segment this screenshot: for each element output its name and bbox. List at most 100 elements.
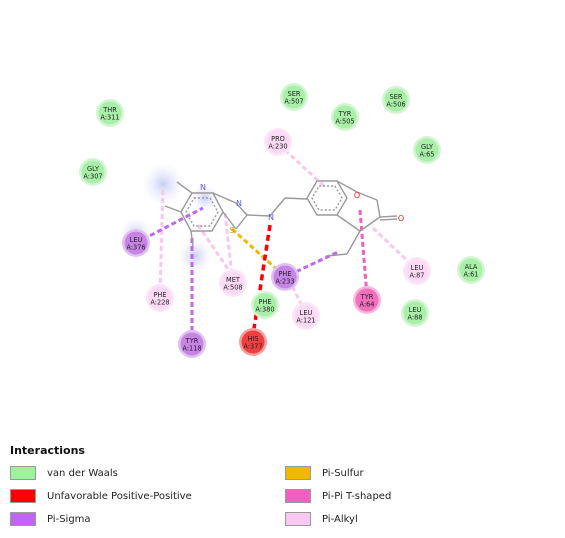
residue-chain-id: A:507 xyxy=(284,98,303,106)
legend-title: Interactions xyxy=(10,444,85,457)
oxygen-atom-label: O xyxy=(354,191,360,200)
residue-name: LEU xyxy=(411,264,424,272)
residue-name: PHE xyxy=(153,291,166,299)
residue-chain-id: A:307 xyxy=(83,173,102,181)
legend-item: Pi-Alkyl xyxy=(285,510,358,528)
legend-swatch xyxy=(285,489,311,503)
pi-alkyl-line xyxy=(158,189,165,291)
ligand-bond xyxy=(346,230,361,255)
ligand-bond xyxy=(379,218,398,221)
residue-node xyxy=(148,286,172,310)
legend-label: Pi-Sulfur xyxy=(322,467,364,479)
legend-swatch xyxy=(10,466,36,480)
pi-alkyl-line xyxy=(223,212,234,276)
residue-name: GLY xyxy=(421,143,434,151)
residue-name: TYR xyxy=(185,337,199,345)
residue-node xyxy=(266,130,290,154)
nitrogen-atom-label: N xyxy=(236,199,242,208)
residue-name: LEU xyxy=(300,309,313,317)
residue-node xyxy=(81,160,105,184)
residue-node xyxy=(241,330,265,354)
legend-swatch xyxy=(10,512,36,526)
ligand-ring-inner xyxy=(185,197,219,227)
ligand-bond xyxy=(356,191,378,201)
pi-alkyl-line xyxy=(283,148,327,189)
residue-node xyxy=(282,85,306,109)
ligand-bond xyxy=(284,197,308,200)
residue-chain-id: A:121 xyxy=(296,317,315,325)
residue-name: LEU xyxy=(130,236,143,244)
legend-swatch xyxy=(10,489,36,503)
residue-node xyxy=(221,271,245,295)
residue-chain-id: A:64 xyxy=(359,301,374,309)
residue-chain-id: A:65 xyxy=(419,151,434,159)
residue-node xyxy=(459,258,483,282)
ligand-bond xyxy=(176,181,193,194)
residue-chain-id: A:228 xyxy=(150,299,169,307)
residue-name: PRO xyxy=(271,135,285,143)
residue-node xyxy=(405,259,429,283)
residue-node xyxy=(98,101,122,125)
residue-name: GLY xyxy=(87,165,100,173)
residue-name: SER xyxy=(288,90,301,98)
residue-chain-id: A:118 xyxy=(182,345,201,353)
residue-node xyxy=(415,138,439,162)
legend-label: Unfavorable Positive-Positive xyxy=(47,490,192,502)
legend-item: Unfavorable Positive-Positive xyxy=(10,487,192,505)
legend-label: Pi-Pi T-shaped xyxy=(322,490,392,502)
residue-chain-id: A:376 xyxy=(126,244,145,252)
residue-name: SER xyxy=(390,93,403,101)
nitrogen-atom-label: N xyxy=(268,213,274,222)
legend-label: Pi-Alkyl xyxy=(322,513,358,525)
residue-name: TYR xyxy=(360,293,374,301)
pi-cloud xyxy=(191,184,219,212)
residues: THRA:311GLYA:307SERA:507TYRA:505SERA:506… xyxy=(79,83,485,358)
residue-name: LEU xyxy=(409,306,422,314)
residue-chain-id: A:506 xyxy=(386,101,405,109)
legend-label: van der Waals xyxy=(47,467,118,479)
pi-t-shaped-line xyxy=(358,209,369,297)
residue-chain-id: A:311 xyxy=(100,114,119,122)
residue-node xyxy=(253,293,277,317)
residue-node xyxy=(294,304,318,328)
residue-name: THR xyxy=(102,106,117,114)
residue-node xyxy=(180,332,204,356)
residue-name: ALA xyxy=(465,263,478,271)
legend-swatch xyxy=(285,466,311,480)
residue-node xyxy=(333,105,357,129)
residue-name: MET xyxy=(226,276,241,284)
pi-cloud xyxy=(142,163,184,205)
ligand-bond xyxy=(246,214,271,217)
ligand-bond xyxy=(336,214,361,232)
ligand-bond xyxy=(212,192,237,204)
residue-chain-id: A:233 xyxy=(275,278,294,286)
residue-name: PHE xyxy=(258,298,271,306)
ligand-ring-inner xyxy=(311,185,343,211)
ligand-bond xyxy=(376,199,381,218)
ligand-bond xyxy=(190,230,194,247)
ligand-bond xyxy=(235,202,248,216)
legend-item: Pi-Pi T-shaped xyxy=(285,487,391,505)
residue-node xyxy=(403,301,427,325)
ligand-bond xyxy=(325,253,348,257)
residue-node xyxy=(384,88,408,112)
nitrogen-atom-label: N xyxy=(200,183,206,192)
pi-sulfur-line xyxy=(230,227,284,276)
residue-name: PHE xyxy=(278,270,291,278)
ligand-bond xyxy=(336,180,358,193)
residue-node xyxy=(124,231,148,255)
